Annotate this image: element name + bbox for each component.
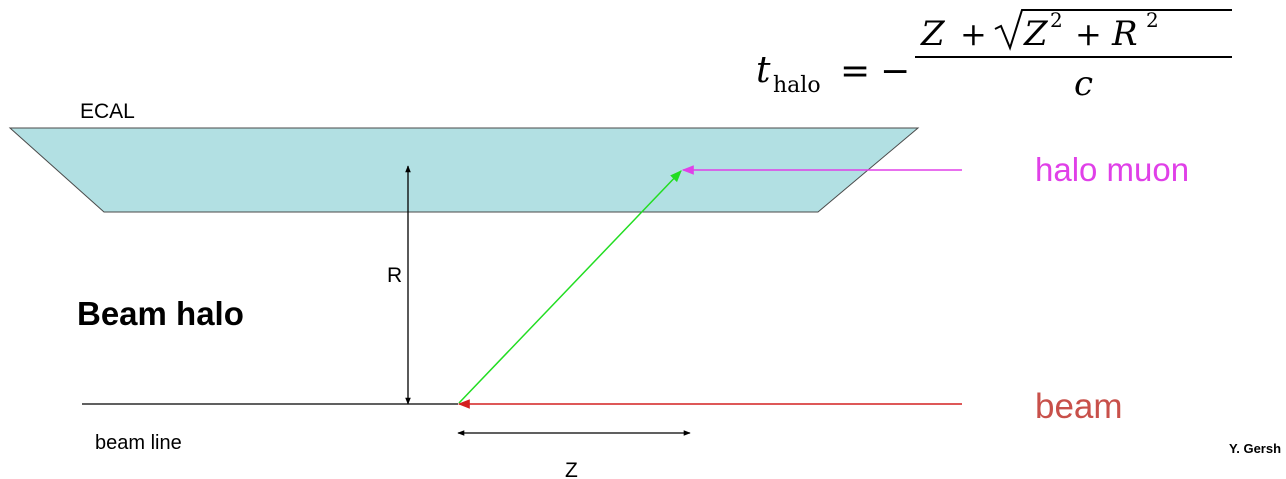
halo-muon-label: halo muon bbox=[1035, 151, 1189, 188]
formula-lhs: t bbox=[756, 50, 771, 91]
formula-numerator-plus: + bbox=[960, 15, 987, 53]
beam-halo-heading: Beam halo bbox=[77, 295, 244, 332]
formula-equals: = bbox=[840, 51, 870, 92]
beam-label: beam bbox=[1035, 387, 1123, 426]
sqrt-sign bbox=[994, 9, 1232, 51]
ecal-detector bbox=[8, 127, 920, 213]
ecal-label: ECAL bbox=[80, 100, 135, 123]
formula-numerator-z: Z bbox=[920, 14, 946, 54]
formula-numerator-r-squared: R bbox=[1111, 14, 1138, 54]
formula-exponent-z: 2 bbox=[1050, 8, 1063, 32]
formula-numerator-z-squared: Z bbox=[1023, 14, 1049, 54]
formula-exponent-r: 2 bbox=[1146, 8, 1159, 32]
formula-denominator: c bbox=[1074, 64, 1093, 104]
formula: t halo = − Z + Z 2 + R 2 c bbox=[756, 8, 1232, 104]
beam-line-label: beam line bbox=[95, 432, 182, 454]
r-label: R bbox=[387, 264, 402, 287]
formula-minus: − bbox=[880, 51, 910, 92]
halo-track-arrow bbox=[458, 170, 682, 404]
formula-numerator-plus-2: + bbox=[1075, 15, 1102, 53]
z-label: Z bbox=[565, 459, 578, 479]
formula-lhs-subscript: halo bbox=[773, 73, 821, 98]
credit-label: Y. Gersh bbox=[1229, 441, 1281, 456]
